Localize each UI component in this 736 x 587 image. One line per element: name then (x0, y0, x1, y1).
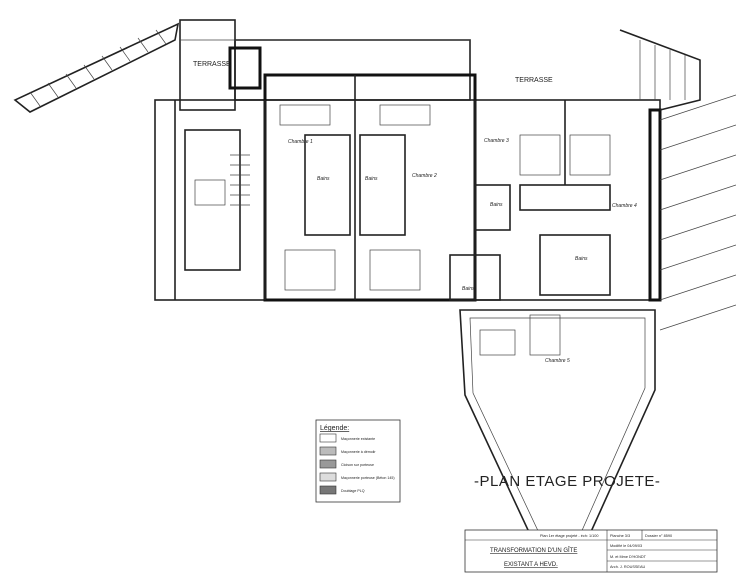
architect-name: Arch. J. ROUSSEAU (610, 565, 645, 569)
dossier-number: Dossier n° 8590 (645, 534, 672, 538)
sheet-number: Planche 3/3 (610, 534, 630, 538)
room-bains: Bains (365, 176, 378, 182)
modified-date: Modifié le 04/09/03 (610, 544, 642, 548)
room-chambre-5: Chambre 5 (545, 358, 570, 364)
legend-item: Maçonnerie à démolir (341, 450, 376, 454)
legend: Légende: Maçonnerie existante Maçonnerie… (315, 419, 401, 503)
room-bains: Bains (490, 202, 503, 208)
room-bains: Bains (575, 256, 588, 262)
right-exterior-stair (619, 29, 736, 331)
terrace-label-left: TERRASSE (193, 61, 231, 68)
legend-item: Doublage PLQ (341, 489, 365, 493)
plan-title: -PLAN ETAGE PROJETE- (474, 473, 660, 490)
legend-item: Maçonnerie existante (341, 437, 375, 441)
legend-item: Cloison sur porteuse (341, 463, 374, 467)
room-chambre-3: Chambre 3 (484, 138, 509, 144)
legend-heading: Légende: (320, 425, 349, 432)
project-title-line2: EXISTANT A HEVD. (504, 562, 558, 568)
legend-item: Maçonnerie porteuse (Béton 145) (341, 476, 395, 480)
terrace-label-right: TERRASSE (515, 77, 553, 84)
client-name: M. et Mme D'HONDT (610, 555, 647, 559)
legend-swatch (319, 433, 337, 443)
project-title-line1: TRANSFORMATION D'UN GÎTE (490, 547, 577, 554)
room-bains: Bains (317, 176, 330, 182)
bay-room (459, 309, 656, 546)
legend-swatch (319, 472, 337, 482)
room-chambre-4: Chambre 4 (612, 203, 637, 209)
title-block: Plan 1er étage projeté - éch: 1/100 Plan… (464, 529, 718, 573)
room-bains: Bains (462, 286, 475, 292)
main-building (154, 73, 662, 302)
legend-swatch (319, 446, 337, 456)
legend-swatch (319, 485, 337, 495)
left-exterior-stair (13, 22, 180, 113)
plan-name: Plan 1er étage projeté - éch: 1/100 (540, 534, 598, 538)
room-chambre-2: Chambre 2 (412, 173, 437, 179)
room-chambre-1: Chambre 1 (288, 139, 313, 145)
legend-swatch (319, 459, 337, 469)
